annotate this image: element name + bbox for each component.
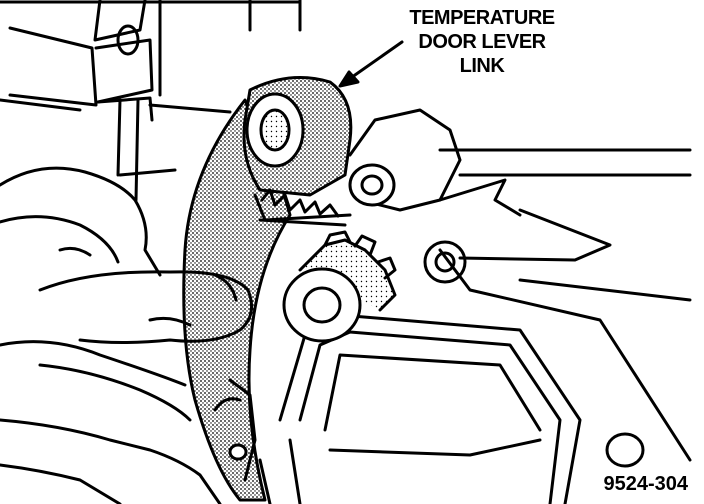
lower-housing	[258, 313, 582, 504]
housing-background	[0, 0, 302, 202]
callout-line-1: TEMPERATURE	[409, 7, 555, 29]
pinion-gear	[282, 230, 397, 343]
callout-line-2: DOOR LEVER	[418, 31, 546, 53]
pivot-cylinder	[348, 108, 462, 212]
callout-leader-arrow	[338, 40, 404, 88]
temperature-door-lever-link	[242, 76, 353, 227]
technician-hand	[0, 166, 254, 504]
right-bracket	[423, 148, 692, 468]
figure-number: 9524-304	[601, 473, 690, 496]
callout-line-3: LINK	[459, 55, 505, 77]
temperature-door-lever-link-label: TEMPERATURE DOOR LEVER LINK	[392, 6, 572, 78]
